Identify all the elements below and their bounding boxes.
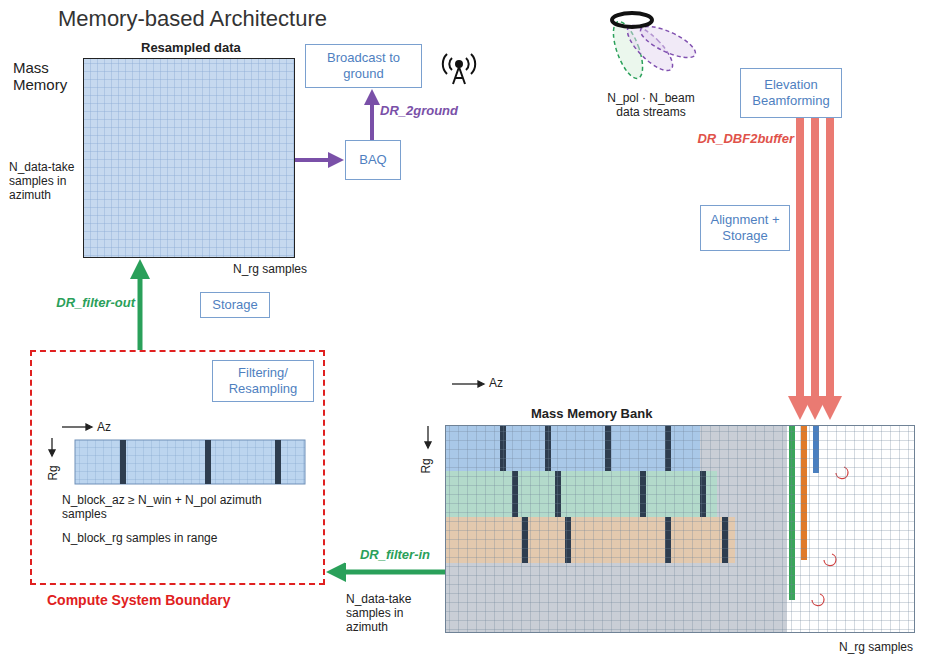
process-box: Filtering/ Resampling: [212, 360, 314, 402]
node-text: BAQ: [359, 152, 386, 168]
process-box: BAQ: [345, 140, 401, 180]
compute-boundary: Compute System BoundaryFiltering/ Resamp…: [30, 350, 325, 585]
data-flow-arrow: [295, 160, 336, 161]
arrow-line: [138, 269, 143, 350]
arrow-line: [336, 570, 445, 575]
node-text: Az: [489, 377, 519, 391]
node-text: Compute System Boundary: [47, 592, 307, 608]
data-flow-arrow: [140, 269, 141, 350]
node-text: Rg: [420, 458, 434, 473]
data-flow-arrow: [800, 118, 830, 408]
diagram-title: Memory-based Architecture: [58, 6, 327, 31]
node-text: N_rg samples: [839, 641, 924, 655]
data-rate-label: DR_filter-out: [40, 296, 135, 311]
arrow-line: [796, 118, 804, 408]
process-box: Alignment + Storage: [700, 205, 790, 251]
node-text: Resampled data: [141, 41, 291, 56]
process-box: Broadcast to ground: [305, 44, 422, 88]
node-text: Elevation Beamforming: [746, 77, 836, 108]
resampled-data-grid: Mass MemoryResampled dataN_data-take sam…: [83, 58, 295, 258]
node-text: Az: [97, 421, 127, 435]
data-rate-label: DR_2ground: [380, 104, 490, 119]
node-text: Alignment + Storage: [706, 212, 784, 243]
mass-memory-bank: Mass Memory BankAzRgN_data-take samples …: [445, 425, 915, 633]
block-grid: AzRgN_block_az ≥ N_win + N_pol azimuth s…: [42, 416, 314, 562]
arrow-line: [826, 118, 834, 408]
node-text: Mass Memory: [13, 59, 81, 94]
data-flow-arrow: [372, 97, 373, 140]
node-text: N_data-take samples in azimuth: [9, 161, 81, 202]
data-rate-label: DR_filter-in: [345, 548, 445, 563]
node-text: Broadcast to ground: [311, 50, 416, 81]
data-flow-arrow: [336, 572, 445, 573]
arrow-line: [295, 158, 336, 162]
node-text: N_block_rg samples in range: [62, 532, 307, 546]
node-text: N_rg samples: [233, 263, 323, 277]
node-text: Rg: [47, 465, 61, 480]
arrow-line: [811, 118, 819, 408]
node-text: N_data-take samples in azimuth: [346, 593, 438, 634]
process-box: Elevation Beamforming: [740, 68, 842, 118]
node-text: Filtering/ Resampling: [218, 365, 308, 396]
data-rate-label: DR_DBF2buffer: [688, 132, 794, 147]
node-text: Mass Memory Bank: [531, 407, 691, 422]
node-text: Storage: [212, 297, 258, 313]
node-text: N_block_az ≥ N_win + N_pol azimuth sampl…: [62, 494, 307, 522]
arrow-line: [370, 97, 374, 140]
process-box: Storage: [200, 292, 270, 318]
stream-label: N_pol · N_beam data streams: [595, 92, 707, 120]
